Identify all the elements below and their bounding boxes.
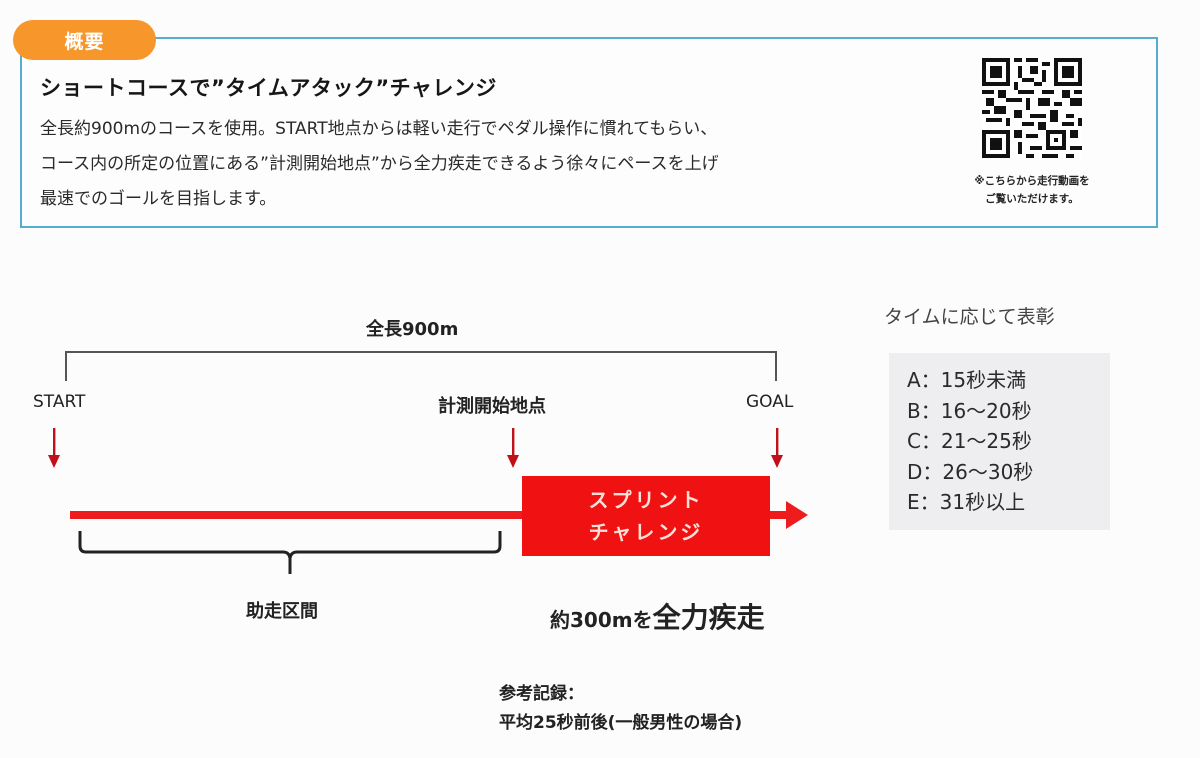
total-length-label: 全長900m [366, 319, 459, 340]
goal-label: GOAL [746, 392, 794, 412]
measure-start-arrow-icon [507, 428, 519, 468]
overview-line-2: コース内の所定の位置にある”計測開始地点”から全力疾走できるよう徐々にペースを上… [40, 154, 719, 174]
runup-brace-icon [78, 531, 502, 574]
rewards-title: タイムに応じて表彰 [884, 306, 1055, 328]
overview-line-1: 全長約900mのコースを使用。START地点からは軽い走行でペダル操作に慣れても… [40, 119, 718, 139]
track-arrow-head-icon [786, 501, 808, 529]
overview-title: ショートコースで”タイムアタック”チャレンジ [40, 76, 497, 100]
qr-caption-line-1: ※こちらから走行動画を [974, 175, 1090, 187]
overview-box [20, 37, 1158, 228]
reference-value: 平均25秒前後(一般男性の場合) [499, 713, 743, 733]
runup-label: 助走区間 [246, 601, 318, 622]
reward-item-e: E：31秒以上 [907, 490, 1026, 514]
overview-line-3: 最速でのゴールを目指します。 [40, 189, 277, 209]
total-length-bracket [65, 351, 777, 381]
reference-label: 参考記録： [499, 684, 584, 704]
qr-caption-line-2: ご覧いただけます。 [985, 193, 1079, 205]
sprint-desc-emphasis: 全力疾走 [652, 601, 765, 634]
start-arrow-icon [48, 428, 60, 468]
goal-arrow-icon [771, 428, 783, 468]
reward-item-a: A：15秒未満 [907, 368, 1027, 392]
qr-code-icon[interactable] [982, 58, 1082, 158]
course-track-line [70, 511, 525, 519]
sprint-desc-prefix: 約300mを [550, 608, 653, 632]
sprint-challenge-box: スプリント チャレンジ [522, 476, 770, 556]
qr-caption: ※こちらから走行動画を ご覧いただけます。 [940, 172, 1124, 208]
overview-tab-label: 概要 [64, 30, 105, 53]
course-track-line-end [768, 511, 788, 519]
reward-item-b: B：16～20秒 [907, 398, 1032, 423]
sprint-box-line-1: スプリント [588, 488, 704, 512]
sprint-box-line-2: チャレンジ [588, 520, 704, 544]
start-label: START [33, 392, 86, 412]
overview-tab: 概要 [13, 20, 156, 60]
sprint-description: 約300mを全力疾走 [550, 596, 765, 636]
measure-start-label: 計測開始地点 [438, 396, 546, 417]
reference-record: 参考記録： 平均25秒前後(一般男性の場合) [499, 680, 742, 738]
reward-item-d: D：26～30秒 [907, 459, 1034, 484]
reward-item-c: C：21～25秒 [907, 429, 1032, 453]
rewards-box: A：15秒未満 B：16～20秒 C：21～25秒 D：26～30秒 E：31秒… [889, 353, 1110, 530]
